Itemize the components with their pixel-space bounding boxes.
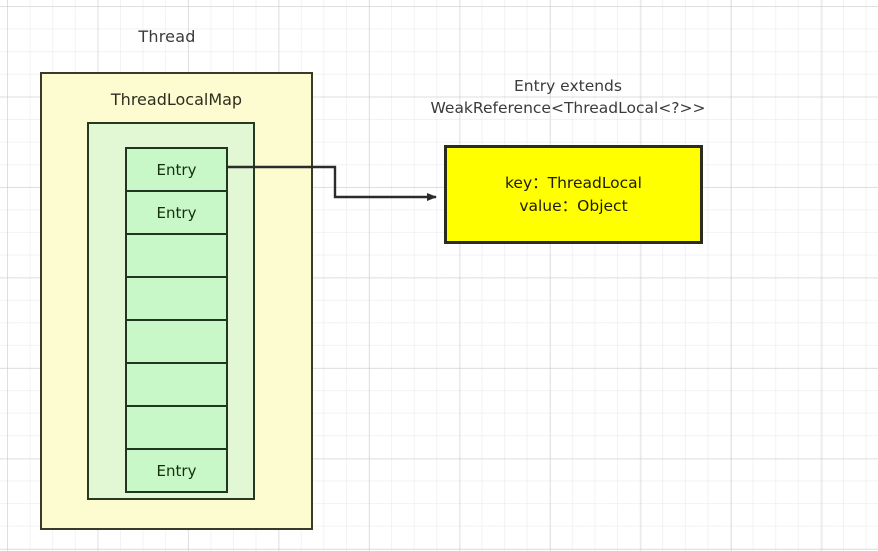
entry-extends-line-2: WeakReference<ThreadLocal<?>>: [430, 99, 706, 117]
entry-cell[interactable]: [125, 319, 228, 364]
entry-cell[interactable]: [125, 362, 228, 407]
entry-cell[interactable]: [125, 233, 228, 278]
entry-table: Entry Entry Entry: [125, 147, 228, 493]
entry-cell[interactable]: Entry: [125, 190, 228, 235]
entry-extends-caption: Entry extends WeakReference<ThreadLocal<…: [388, 75, 748, 119]
entry-cell[interactable]: Entry: [125, 448, 228, 493]
threadlocalmap-label: ThreadLocalMap: [110, 90, 243, 109]
entry-key-line: key：ThreadLocal: [504, 173, 642, 192]
entry-value-line: value：Object: [519, 196, 628, 215]
thread-label: Thread: [138, 27, 196, 46]
entry-object-box: key：ThreadLocal value：Object: [444, 145, 703, 244]
entry-cell[interactable]: [125, 405, 228, 450]
entry-cell[interactable]: Entry: [125, 147, 228, 192]
entry-cell[interactable]: [125, 276, 228, 321]
entry-extends-line-1: Entry extends: [514, 77, 622, 95]
